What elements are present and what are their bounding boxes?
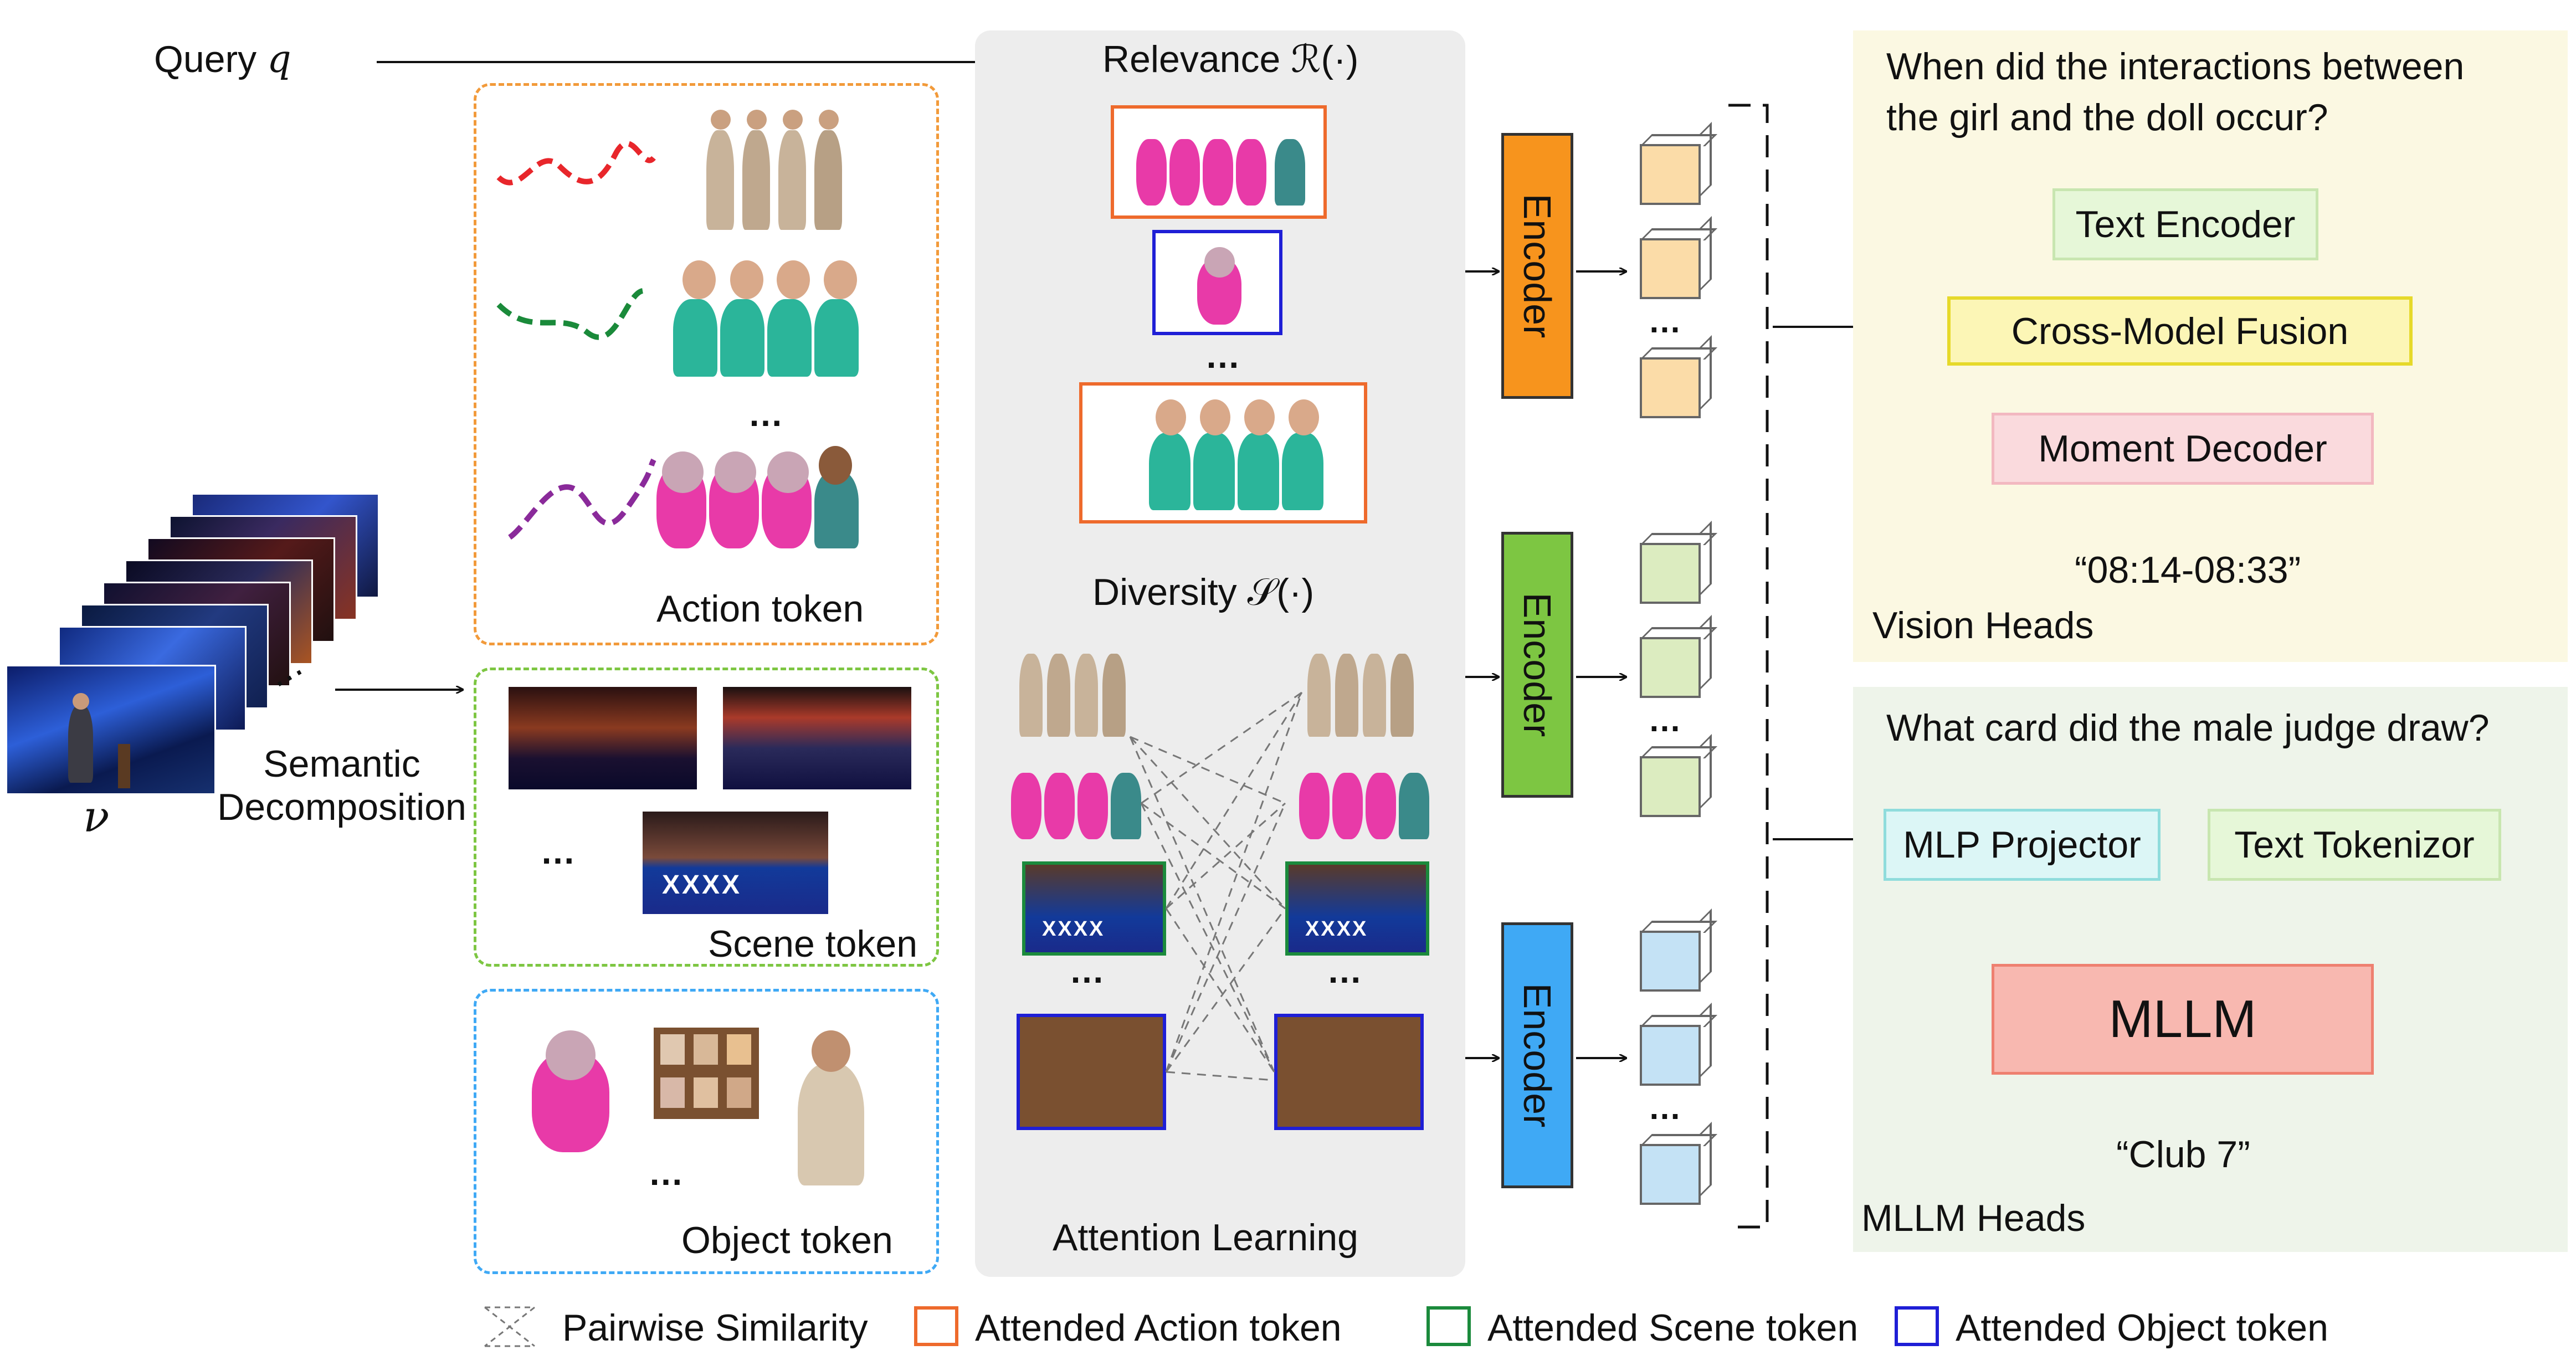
diversity-label: Diversity 𝒮(·) [1092, 571, 1315, 613]
encoder-scene: Encoder [1501, 532, 1573, 798]
action-trajectories [496, 141, 656, 540]
mllm-question: What card did the male judge draw? [1886, 707, 2490, 749]
scene-ellipsis: … [540, 831, 576, 871]
pairwise-similarity-legend-icon [484, 1306, 535, 1347]
mllm-output: “Club 7” [2116, 1133, 2250, 1176]
relevance-object-1 [1152, 230, 1282, 335]
legend-object: Attended Object token [1956, 1307, 2328, 1349]
legend-object-swatch [1895, 1306, 1939, 1346]
action-ellipsis: … [748, 394, 783, 434]
semantic-decomposition-label: Semantic Decomposition [217, 743, 466, 829]
legend-pairwise: Pairwise Similarity [562, 1307, 868, 1349]
diversity-left-ellipsis: … [1069, 951, 1105, 990]
mllm-heads-title: MLLM Heads [1861, 1197, 2086, 1239]
mlp-projector-box: MLP Projector [1884, 809, 2161, 881]
mllm-box: MLLM [1992, 964, 2374, 1075]
diversity-left-object [1017, 1014, 1166, 1130]
legend-scene: Attended Scene token [1487, 1307, 1859, 1349]
vision-heads-title: Vision Heads [1872, 604, 2094, 646]
vision-output: “08:14-08:33” [2075, 549, 2301, 591]
scene-thumb-2 [723, 687, 911, 789]
encoder-object: Encoder [1501, 922, 1573, 1188]
legend-scene-swatch [1426, 1306, 1471, 1346]
relevance-action-2 [1079, 382, 1367, 523]
diversity-right-scene: XXXX [1285, 861, 1429, 956]
diversity-right-object [1274, 1014, 1424, 1130]
action-token-panel [474, 83, 939, 645]
encoder-action: Encoder [1501, 133, 1573, 399]
scene-thumb-3: XXXX [643, 812, 828, 914]
query-label: Query q [154, 38, 291, 81]
legend-action-swatch [914, 1306, 958, 1346]
object-token-label: Object token [681, 1219, 893, 1261]
attention-learning-title: Attention Learning [1053, 1216, 1358, 1259]
text-encoder-box: Text Encoder [2052, 188, 2318, 260]
legend-action: Attended Action token [975, 1307, 1342, 1349]
text-tokenizor-box: Text Tokenizor [2208, 809, 2501, 881]
action-token-label: Action token [656, 588, 864, 630]
vision-question: When did the interactions between the gi… [1886, 45, 2465, 138]
scene-thumb-1 [509, 687, 697, 789]
relevance-label: Relevance ℛ(·) [1102, 38, 1359, 80]
relevance-ellipsis: … [1205, 336, 1240, 376]
relevance-action-1 [1111, 105, 1327, 219]
video-symbol: ν [83, 792, 110, 842]
diversity-right-ellipsis: … [1327, 951, 1362, 990]
object-thumb-cards [654, 1028, 759, 1119]
diversity-left-scene: XXXX [1022, 861, 1166, 956]
scene-token-panel [474, 668, 939, 967]
object-token-panel [474, 989, 939, 1274]
moment-decoder-box: Moment Decoder [1992, 413, 2374, 485]
scene-token-label: Scene token [708, 923, 918, 965]
video-frame-front [6, 665, 216, 795]
object-ellipsis: … [648, 1153, 684, 1193]
cross-model-fusion-box: Cross-Model Fusion [1947, 296, 2413, 366]
